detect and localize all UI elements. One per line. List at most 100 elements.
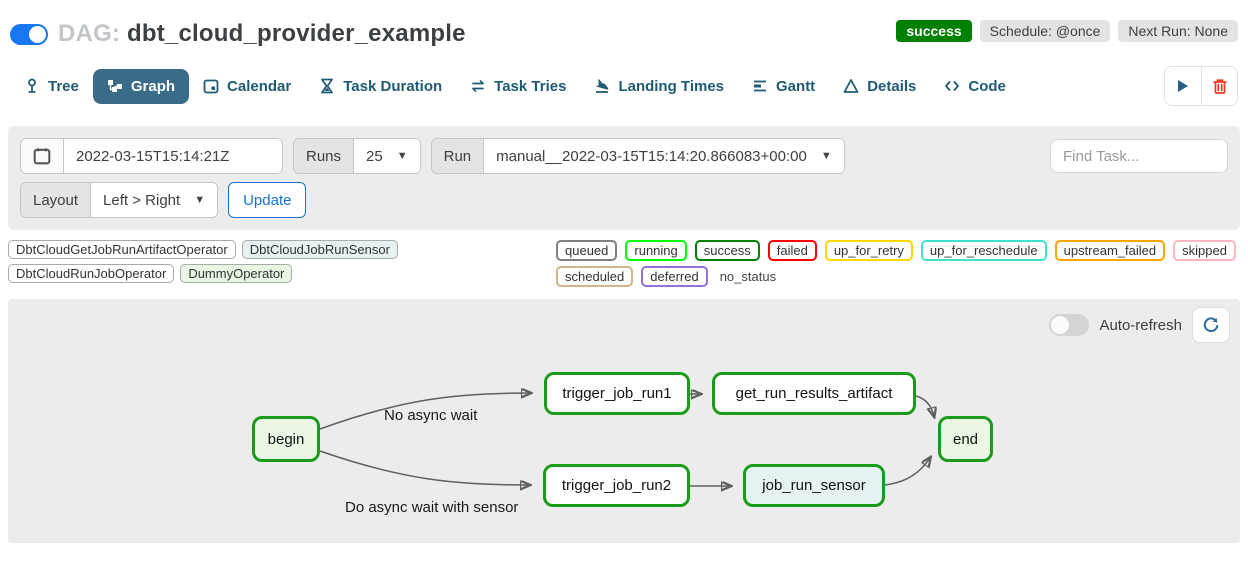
dag-pause-toggle[interactable] <box>10 23 48 45</box>
operator-legend-badge: DbtCloudGetJobRunArtifactOperator <box>8 240 236 259</box>
tab-landing-times[interactable]: Landing Times <box>580 69 738 104</box>
layout-value: Left > Right <box>103 191 181 209</box>
chevron-down-icon: ▼ <box>820 150 832 162</box>
tab-label: Calendar <box>227 77 292 95</box>
graph-node-trigger_job_run1[interactable]: trigger_job_run1 <box>544 372 690 415</box>
tab-task-tries[interactable]: Task Tries <box>456 69 580 104</box>
update-button[interactable]: Update <box>228 182 307 218</box>
graph-edge <box>319 393 530 430</box>
base-date-group <box>20 138 283 174</box>
header: DAG: dbt_cloud_provider_example success … <box>0 0 1248 48</box>
auto-refresh-toggle[interactable] <box>1049 314 1090 336</box>
run-group: Run manual__2022-03-15T15:14:20.866083+0… <box>430 138 845 174</box>
graph-node-trigger_job_run2[interactable]: trigger_job_run2 <box>543 464 690 507</box>
toggle-knob <box>1051 316 1070 334</box>
filter-panel: Runs 25 ▼ Run manual__2022-03-15T15:14:2… <box>8 126 1240 230</box>
trash-icon <box>1212 78 1227 94</box>
layout-select[interactable]: Left > Right ▼ <box>91 183 218 217</box>
run-value: manual__2022-03-15T15:14:20.866083+00:00 <box>496 147 807 165</box>
layout-label: Layout <box>21 183 92 217</box>
tab-label: Landing Times <box>618 77 725 95</box>
tab-label: Code <box>968 77 1006 95</box>
tab-label: Task Duration <box>343 77 443 95</box>
graph-edge <box>915 395 934 416</box>
dag-prefix: DAG: <box>58 20 121 47</box>
calendar-icon <box>203 79 219 94</box>
state-legend-badge: up_for_reschedule <box>920 240 1047 261</box>
runs-group: Runs 25 ▼ <box>293 138 421 174</box>
tab-tree[interactable]: Tree <box>10 69 93 104</box>
tab-details[interactable]: Details <box>829 69 930 104</box>
refresh-button[interactable] <box>1192 307 1230 343</box>
graph-node-job_run_sensor[interactable]: job_run_sensor <box>743 464 885 507</box>
next-run-badge: Next Run: None <box>1118 20 1238 42</box>
state-legend-badge: no_status <box>719 269 777 284</box>
runs-label: Runs <box>294 139 355 173</box>
edge-label: Do async wait with sensor <box>345 499 518 516</box>
header-badges: success Schedule: @once Next Run: None <box>896 20 1238 42</box>
layout-group: Layout Left > Right ▼ <box>20 182 219 218</box>
calendar-icon <box>33 148 51 165</box>
dag-name: dbt_cloud_provider_example <box>127 20 466 47</box>
trigger-dag-button[interactable] <box>1165 67 1201 105</box>
schedule-badge: Schedule: @once <box>979 20 1111 42</box>
code-icon <box>945 81 960 91</box>
operator-legend-badge: DummyOperator <box>180 264 293 283</box>
state-legend-badge: success <box>694 240 760 261</box>
tab-label: Gantt <box>776 77 816 95</box>
state-legend-badge: queued <box>556 240 618 261</box>
state-legend-badge: upstream_failed <box>1054 240 1166 261</box>
graph-icon <box>107 80 122 92</box>
state-legend-badge: running <box>625 240 687 261</box>
graph-node-end[interactable]: end <box>938 416 993 462</box>
page-title: DAG: dbt_cloud_provider_example <box>58 20 466 48</box>
state-legend: queued running success failed up_for_retry up… <box>556 240 1240 287</box>
plane-landing-icon <box>595 79 609 93</box>
graph-node-get_run_results_artifact[interactable]: get_run_results_artifact <box>712 372 916 415</box>
operator-legend-badge: DbtCloudJobRunSensor <box>241 240 398 259</box>
tab-gantt[interactable]: Gantt <box>738 69 829 104</box>
run-select[interactable]: manual__2022-03-15T15:14:20.866083+00:00… <box>484 139 844 173</box>
refresh-icon <box>1203 317 1219 333</box>
filter-row-1: Runs 25 ▼ Run manual__2022-03-15T15:14:2… <box>20 138 1228 174</box>
tab-label: Details <box>867 77 917 95</box>
tab-task-duration[interactable]: Task Duration <box>305 69 456 104</box>
tab-graph[interactable]: Graph <box>92 68 190 104</box>
chevron-down-icon: ▼ <box>194 194 206 206</box>
runs-select[interactable]: 25 ▼ <box>354 139 420 173</box>
filter-row-2: Layout Left > Right ▼ Update <box>20 182 1228 218</box>
find-task-wrap <box>1050 139 1228 173</box>
tab-calendar[interactable]: Calendar <box>189 69 305 104</box>
state-legend-badge: scheduled <box>556 266 634 287</box>
state-legend-badge: deferred <box>641 266 708 287</box>
operator-legend-badge: DbtCloudRunJobOperator <box>8 264 175 283</box>
tab-label: Task Tries <box>494 77 567 95</box>
auto-refresh-label: Auto-refresh <box>1099 316 1182 334</box>
graph-edge <box>319 450 529 485</box>
state-legend-badge: up_for_retry <box>824 240 913 261</box>
view-tabs: Tree Graph Calendar Task Duration Task T… <box>0 66 1248 106</box>
chevron-down-icon: ▼ <box>396 150 408 162</box>
graph-controls: Auto-refresh <box>1049 307 1230 343</box>
repeat-icon <box>472 80 485 92</box>
state-legend-badge: failed <box>767 240 817 261</box>
graph-node-begin[interactable]: begin <box>252 416 320 462</box>
details-icon <box>843 79 859 93</box>
tab-code[interactable]: Code <box>930 69 1020 104</box>
runs-value: 25 <box>366 147 383 165</box>
state-legend-badge: skipped <box>1173 240 1236 261</box>
graph-edge <box>884 458 930 486</box>
hourglass-icon <box>321 78 334 94</box>
tab-label: Graph <box>130 77 176 95</box>
delete-dag-button[interactable] <box>1201 67 1237 105</box>
tab-label: Tree <box>48 77 79 95</box>
find-task-input[interactable] <box>1050 139 1228 173</box>
calendar-addon[interactable] <box>21 139 64 173</box>
base-date-input[interactable] <box>64 139 282 173</box>
tree-icon <box>28 78 36 93</box>
